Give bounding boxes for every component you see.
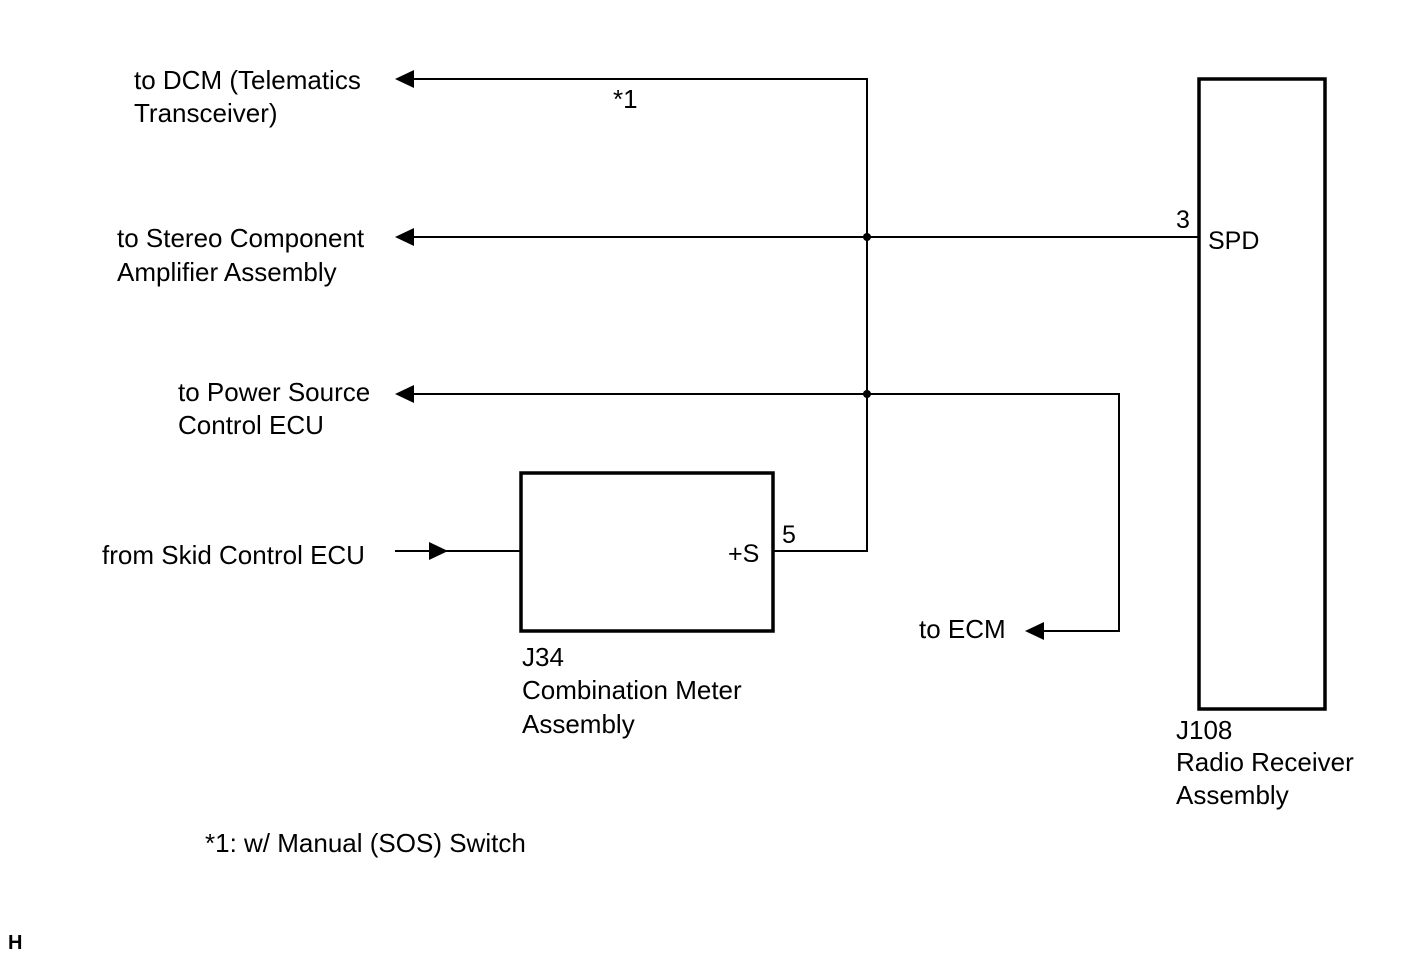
combination-meter-box [519,471,775,633]
arrow-from-skid [429,542,448,560]
label-note-ref: *1 [613,84,638,114]
meter-name-line2: Assembly [522,709,635,739]
meter-name-line1: Combination Meter [522,675,742,705]
radio-name-line1: Radio Receiver [1176,747,1354,777]
label-dcm-line1: to DCM (Telematics [134,65,361,95]
meter-pin-name: +S [728,540,759,568]
junction-dot-stereo [863,233,871,241]
arrow-to-dcm [395,70,414,88]
arrow-to-stereo [395,228,414,246]
radio-pin-name: SPD [1208,227,1259,255]
arrow-to-power-source [395,385,414,403]
radio-code: J108 [1176,715,1232,745]
meter-pin-number: 5 [782,521,796,549]
radio-pin-number: 3 [1176,206,1190,234]
label-ecm: to ECM [919,614,1006,644]
label-power-line1: to Power Source [178,377,370,407]
radio-receiver-box [1197,77,1327,711]
meter-code: J34 [522,642,564,672]
junction-dot-power [863,390,871,398]
label-stereo-line2: Amplifier Assembly [117,257,337,287]
label-stereo-line1: to Stereo Component [117,223,365,253]
label-skid: from Skid Control ECU [102,540,365,570]
arrow-to-ecm [1025,622,1044,640]
footnote: *1: w/ Manual (SOS) Switch [205,828,526,858]
corner-mark: H [8,932,22,954]
radio-name-line2: Assembly [1176,780,1289,810]
label-power-line2: Control ECU [178,410,324,440]
label-dcm-line2: Transceiver) [134,98,278,128]
